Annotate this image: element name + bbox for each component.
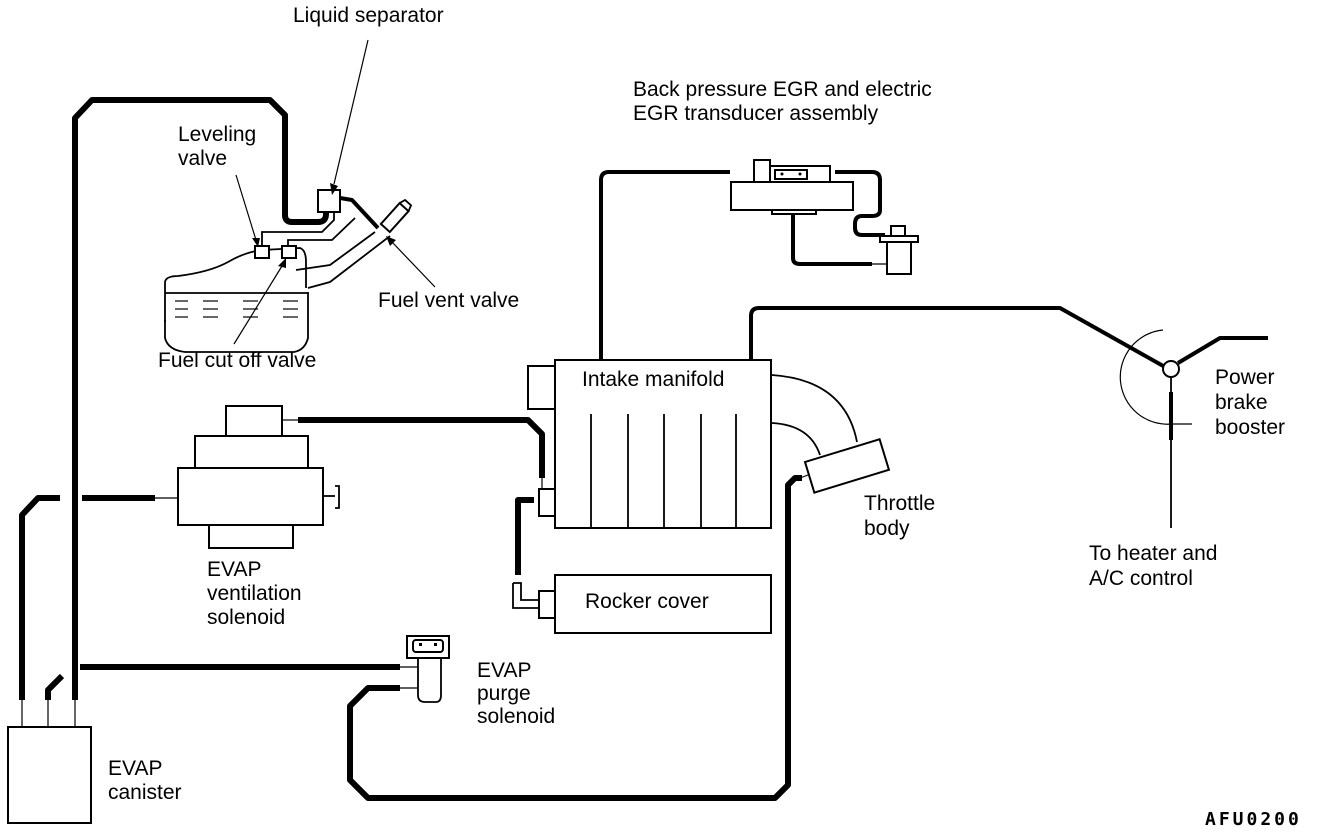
label-heater-ac: To heater and A/C control	[1089, 542, 1223, 590]
hose-cutoff-valve	[287, 217, 356, 248]
hose-canister-middle-stub	[45, 673, 65, 700]
hose-separator-to-vent	[339, 196, 380, 230]
power-brake-booster-part	[1119, 329, 1192, 425]
label-evap-purge-solenoid: EVAP purge solenoid	[477, 659, 555, 728]
hose-canister-to-ventilation-solenoid	[19, 495, 60, 700]
label-liquid-separator: Liquid separator	[293, 4, 444, 27]
leader-liquid-separator	[330, 39, 369, 195]
egr-transducer-assembly	[730, 159, 919, 275]
evap-purge-solenoid-part	[406, 635, 450, 703]
fuel-vent-valve-part	[379, 198, 413, 234]
evap-ventilation-solenoid-part	[177, 405, 340, 549]
intake-manifold	[527, 359, 772, 529]
hose-canister-to-liquid-separator	[72, 97, 329, 700]
liquid-separator-part	[317, 189, 341, 213]
label-rocker-cover: Rocker cover	[585, 590, 709, 613]
leader-fuel-vent-valve	[386, 236, 436, 288]
fuel-cut-off-valve-part	[281, 245, 297, 259]
hose-egr-lower	[791, 212, 872, 266]
hose-leveling-valve	[261, 210, 335, 248]
label-power-brake-booster: Power brake booster	[1215, 366, 1285, 439]
figure-code: AFU0200	[1205, 809, 1302, 830]
hose-egr-loop	[835, 170, 885, 237]
hose-throttle-stub	[799, 474, 809, 479]
throttle-duct-inner	[771, 422, 821, 456]
evap-canister-part	[7, 700, 92, 824]
hose-manifold-to-egr	[599, 170, 730, 360]
label-evap-canister: EVAP canister	[108, 757, 182, 804]
leveling-valve-part	[254, 245, 270, 259]
leader-fuel-cut-off-valve	[233, 258, 286, 345]
label-intake-manifold: Intake manifold	[582, 368, 724, 391]
leader-leveling-valve	[235, 174, 260, 247]
throttle-duct-outer	[771, 374, 858, 443]
throttle-body-part	[803, 437, 891, 494]
label-egr-assembly: Back pressure EGR and electric EGR trans…	[633, 78, 938, 125]
label-fuel-vent-valve: Fuel vent valve	[378, 289, 519, 312]
label-leveling-valve: Leveling valve	[178, 123, 262, 170]
hose-brake-booster-outlet	[1176, 336, 1268, 365]
hose-manifold-to-brake-booster	[749, 306, 1166, 369]
hose-purge-solenoid-to-throttle-body	[347, 475, 802, 801]
rocker-cover	[512, 574, 772, 634]
label-throttle-body: Throttle body	[864, 492, 941, 540]
hose-manifold-to-rocker-cover	[515, 497, 534, 575]
hose-ventilation-solenoid-to-manifold	[298, 417, 545, 478]
fuel-tank	[164, 231, 391, 353]
label-fuel-cut-off-valve: Fuel cut off valve	[158, 349, 316, 372]
label-evap-ventilation-solenoid: EVAP ventilation solenoid	[207, 558, 307, 629]
